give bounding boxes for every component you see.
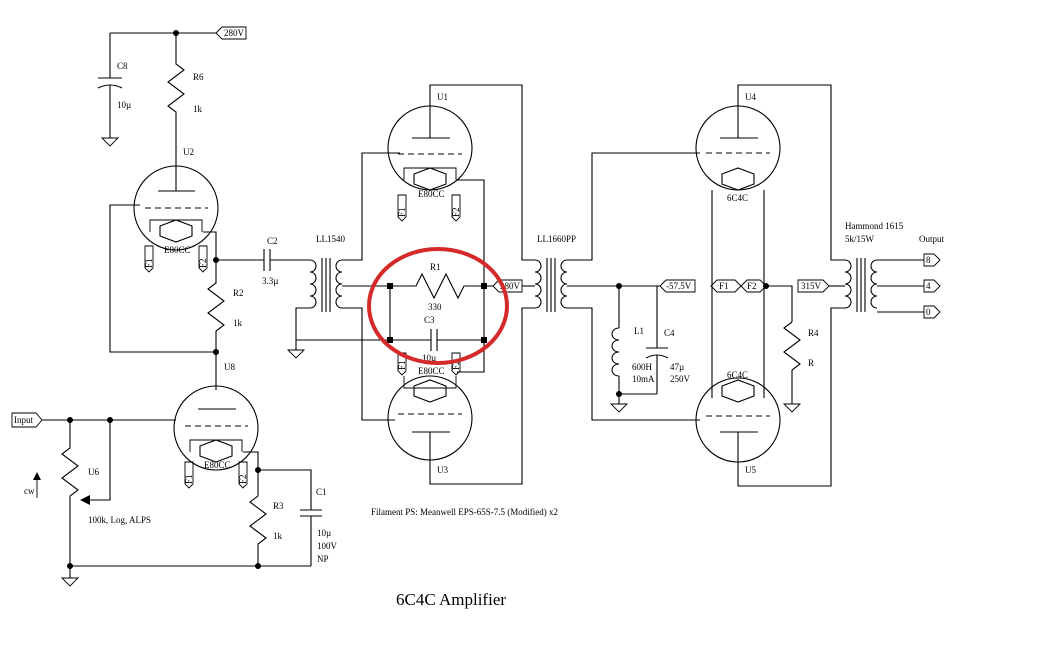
c8-ref: C8 xyxy=(117,61,128,71)
ll1540-label: LL1540 xyxy=(316,234,345,244)
rail-315v-tag xyxy=(797,279,830,293)
u8-ref: U8 xyxy=(224,362,235,372)
u1-f1-pin xyxy=(397,194,407,222)
c4-ref: C4 xyxy=(664,328,675,338)
r1-value: 330 xyxy=(428,302,442,312)
u5-type: 6C4C xyxy=(727,370,748,380)
u3-ref: U3 xyxy=(437,465,448,475)
u8-f2-pin xyxy=(238,461,248,489)
u8-f1-pin xyxy=(184,461,194,489)
r6-value: 1k xyxy=(193,104,203,114)
output-tap-0-label: 0 xyxy=(926,307,931,317)
svg-text:F2: F2 xyxy=(451,207,461,217)
c8-ground xyxy=(100,137,120,147)
schematic-title: 6C4C Amplifier xyxy=(396,590,506,609)
cw-label: cw xyxy=(24,486,35,496)
c1-ref: C1 xyxy=(316,487,327,497)
u6-ref: U6 xyxy=(88,467,99,477)
svg-text:F1: F1 xyxy=(397,207,407,217)
l1-value: 600H xyxy=(632,362,653,372)
rail-neg-label: -57.5V xyxy=(666,281,692,291)
rail-315v-label: 315V xyxy=(801,281,822,291)
l1-current: 10mA xyxy=(632,374,655,384)
output-tap-8 xyxy=(923,253,941,267)
u1-type: E80CC xyxy=(418,189,445,199)
u1-ref: U1 xyxy=(437,92,448,102)
u6-value: 100k, Log, ALPS xyxy=(88,515,151,525)
svg-text:F2: F2 xyxy=(238,474,248,484)
u2-type: E80CC xyxy=(164,245,191,255)
svg-text:F1: F1 xyxy=(397,360,407,370)
u2-f2-pin xyxy=(198,245,208,273)
output-tap-4-label: 4 xyxy=(926,281,931,291)
c1-voltage: 100V xyxy=(317,541,338,551)
svg-text:F2: F2 xyxy=(198,258,208,268)
u5-ref: U5 xyxy=(745,465,756,475)
highlight-circle xyxy=(367,247,509,365)
rail-280v-label: 280V xyxy=(224,28,245,38)
svg-text:F1: F1 xyxy=(144,258,154,268)
u2-ref: U2 xyxy=(183,147,194,157)
c2-value: 3.3µ xyxy=(262,276,278,286)
u1-f2-pin xyxy=(451,194,461,222)
c2-ref: C2 xyxy=(267,236,278,246)
input-tag xyxy=(11,412,43,428)
u3-f2-pin xyxy=(451,352,461,376)
output-tap-8-label: 8 xyxy=(926,255,931,265)
r3-ref: R3 xyxy=(273,501,284,511)
hammond-spec: 5k/15W xyxy=(845,234,875,244)
c4-voltage: 250V xyxy=(670,374,691,384)
l1-ref: L1 xyxy=(634,326,644,336)
u4-type: 6C4C xyxy=(727,193,748,203)
c8-value: 10µ xyxy=(117,100,131,110)
u2-f1-pin xyxy=(144,245,154,273)
u4-ref: U4 xyxy=(745,92,756,102)
f1-tag-label: F1 xyxy=(719,281,729,291)
transformer-ll1660pp xyxy=(534,258,568,312)
r4-ref: R4 xyxy=(808,328,819,338)
bias-ground xyxy=(609,403,629,413)
output-tap-0 xyxy=(923,305,941,319)
output-tap-4 xyxy=(923,279,941,293)
ll1540-ground xyxy=(286,349,306,359)
f2-tag-label: F2 xyxy=(747,281,757,291)
r4-value: R xyxy=(808,358,814,368)
r2-value: 1k xyxy=(233,318,243,328)
u3-type: E80CC xyxy=(418,366,445,376)
svg-text:F2: F2 xyxy=(451,360,461,370)
u3-f1-pin xyxy=(397,352,407,376)
r2-ref: R2 xyxy=(233,288,244,298)
r1-ref: R1 xyxy=(430,262,441,272)
c4-value: 47µ xyxy=(670,362,684,372)
r3-value: 1k xyxy=(273,531,283,541)
rail-280v-b-label: 280V xyxy=(500,281,521,291)
u8-type: E80CC xyxy=(204,460,231,470)
c3-ref: C3 xyxy=(424,315,435,325)
transformer-ll1540 xyxy=(309,258,343,312)
output-label: Output xyxy=(919,234,945,244)
transformer-hammond xyxy=(844,258,878,312)
svg-text:F1: F1 xyxy=(184,474,194,484)
ll1660pp-label: LL1660PP xyxy=(537,234,576,244)
input-label: Input xyxy=(14,415,33,425)
rail-neg-tag xyxy=(659,279,696,293)
r4-ground xyxy=(782,403,802,413)
r6-ref: R6 xyxy=(193,72,204,82)
hammond-name: Hammond 1615 xyxy=(845,221,904,231)
c3-value: 10µ xyxy=(422,353,436,363)
c1-type: NP xyxy=(317,554,329,564)
filament-note: Filament PS: Meanwell EPS-65S-7.5 (Modif… xyxy=(371,507,558,517)
input-ground xyxy=(60,577,80,587)
c1-value: 10µ xyxy=(317,528,331,538)
rail-280v-tag xyxy=(215,26,247,40)
tube-u8: U8 E80CC F1 F2 xyxy=(173,362,259,489)
